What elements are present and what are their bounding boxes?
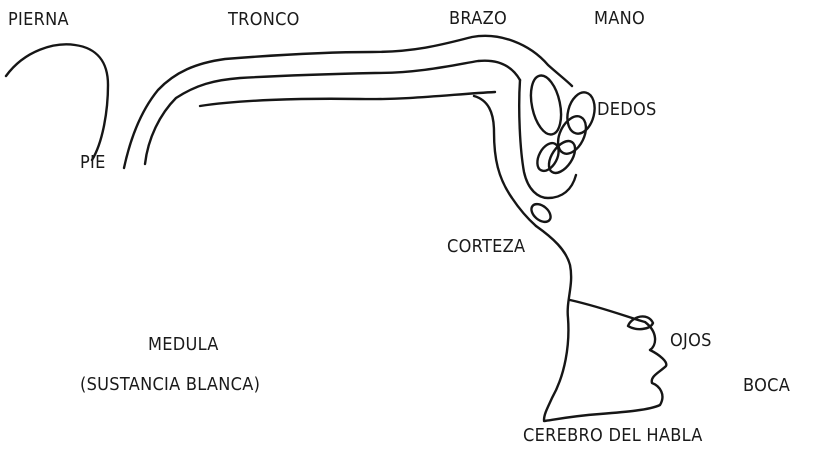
finger-1 xyxy=(563,89,598,136)
label-sustancia-blanca: (SUSTANCIA BLANCA) xyxy=(80,375,260,395)
trunk-arm-outer-outline xyxy=(124,36,572,168)
label-tronco: TRONCO xyxy=(228,10,300,30)
label-corteza: CORTEZA xyxy=(447,237,525,257)
label-pierna: PIERNA xyxy=(8,10,69,30)
label-medula: MEDULA xyxy=(148,335,219,355)
label-boca: BOCA xyxy=(743,376,790,396)
leg-outline xyxy=(6,44,108,160)
trunk-arm-inner-outline xyxy=(145,61,520,164)
label-cerebro-del-habla: CEREBRO DEL HABLA xyxy=(523,426,703,446)
label-ojos: OJOS xyxy=(670,331,712,351)
arm-lower-outline xyxy=(474,96,536,226)
arm-middle-stroke xyxy=(200,92,495,106)
finger-thumb xyxy=(526,73,566,138)
label-pie: PIE xyxy=(80,153,106,173)
hand-outline xyxy=(519,80,576,198)
cortex-line xyxy=(536,226,571,420)
label-mano: MANO xyxy=(594,9,645,29)
label-brazo: BRAZO xyxy=(449,9,507,29)
label-dedos: DEDOS xyxy=(597,100,657,120)
